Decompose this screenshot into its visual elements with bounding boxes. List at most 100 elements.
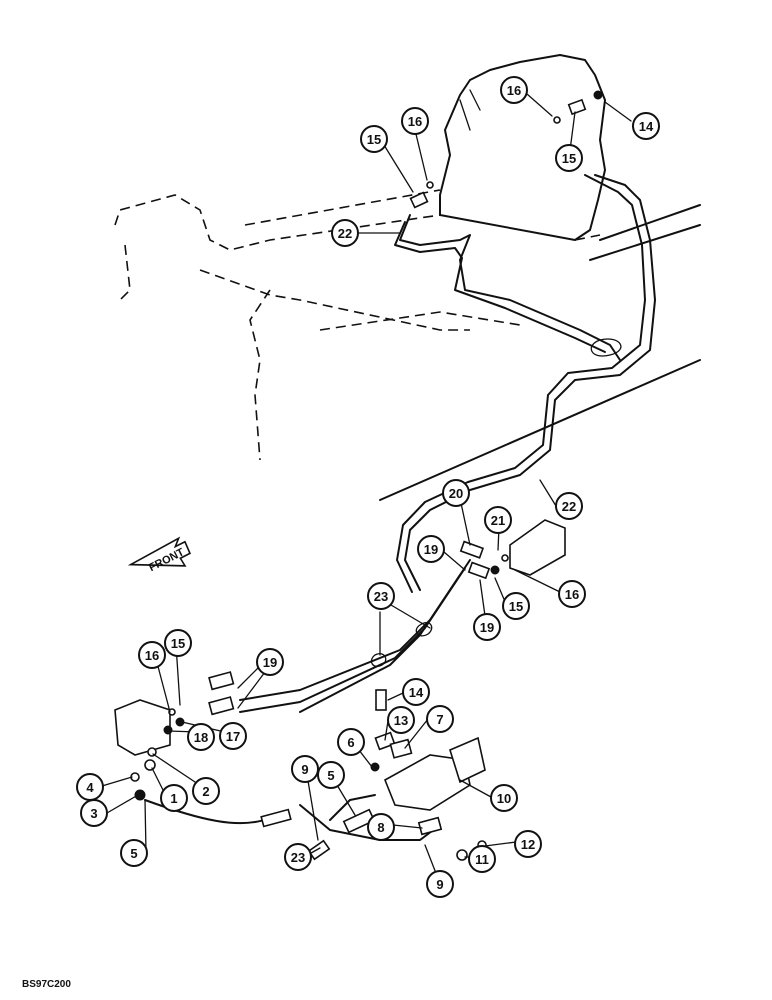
fitting-15-top <box>567 98 587 116</box>
svg-text:14: 14 <box>639 119 654 134</box>
callout: 15 <box>555 144 583 172</box>
fitting-6 <box>370 762 380 772</box>
svg-text:5: 5 <box>130 846 137 861</box>
hydraulic-lines <box>144 174 656 841</box>
hose-end-9 <box>260 808 292 828</box>
fitting-20 <box>459 540 485 559</box>
svg-text:22: 22 <box>338 226 352 241</box>
figure-code: BS97C200 <box>22 979 71 990</box>
o-ring-16-left <box>168 708 176 716</box>
callout: 13 <box>387 706 415 734</box>
front-arrow: FRONT <box>127 536 192 574</box>
fitting-14 <box>375 689 387 711</box>
o-ring-21 <box>501 554 509 562</box>
callout: 10 <box>490 784 518 812</box>
svg-text:6: 6 <box>347 735 354 750</box>
svg-text:18: 18 <box>194 730 208 745</box>
svg-text:8: 8 <box>377 820 384 835</box>
svg-text:15: 15 <box>367 132 381 147</box>
callouts: 16 14 15 16 15 22 22 20 21 19 16 15 19 2… <box>76 76 660 898</box>
callout: 6 <box>337 728 365 756</box>
svg-text:7: 7 <box>436 712 443 727</box>
callout: 17 <box>219 722 247 750</box>
callout: 22 <box>331 219 359 247</box>
callout: 14 <box>632 112 660 140</box>
valve-block-left <box>114 699 171 756</box>
svg-text:16: 16 <box>145 648 159 663</box>
hose-end-5 <box>342 808 376 834</box>
svg-text:12: 12 <box>521 837 535 852</box>
callout: 15 <box>164 629 192 657</box>
callout: 12 <box>514 830 542 858</box>
callout: 3 <box>80 799 108 827</box>
svg-text:1: 1 <box>170 791 177 806</box>
callout: 23 <box>367 582 395 610</box>
svg-text:19: 19 <box>263 655 277 670</box>
engine-block <box>439 54 606 241</box>
leader-lines <box>101 93 632 882</box>
bolt-11 <box>456 849 468 861</box>
svg-text:17: 17 <box>226 729 240 744</box>
svg-text:23: 23 <box>291 850 305 865</box>
fitting-15-right <box>490 565 500 575</box>
callout: 19 <box>256 648 284 676</box>
machine-frame <box>114 189 701 501</box>
callout: 20 <box>442 479 470 507</box>
svg-text:14: 14 <box>409 685 424 700</box>
svg-text:9: 9 <box>301 762 308 777</box>
callout: 2 <box>192 777 220 805</box>
callout: 5 <box>120 839 148 867</box>
fitting-19c <box>208 696 235 716</box>
svg-text:16: 16 <box>408 114 422 129</box>
callout: 1 <box>160 784 188 812</box>
svg-text:20: 20 <box>449 486 463 501</box>
svg-text:2: 2 <box>202 784 209 799</box>
callout: 7 <box>426 705 454 733</box>
callout: 5 <box>317 761 345 789</box>
svg-text:19: 19 <box>480 620 494 635</box>
bracket-plate <box>449 736 486 784</box>
fitting-3 <box>134 789 146 801</box>
callout: 19 <box>417 535 445 563</box>
callout: 15 <box>502 592 530 620</box>
svg-text:23: 23 <box>374 589 388 604</box>
callout: 14 <box>402 678 430 706</box>
components <box>114 90 603 861</box>
svg-text:4: 4 <box>86 780 94 795</box>
callout: 11 <box>468 845 496 873</box>
callout: 18 <box>187 723 215 751</box>
connector-14-top <box>593 90 603 100</box>
callout: 16 <box>500 76 528 104</box>
fitting-19b <box>208 671 235 691</box>
svg-text:15: 15 <box>509 599 523 614</box>
fitting-19a <box>467 561 491 580</box>
fitting-1 <box>144 759 156 771</box>
callout: 16 <box>558 580 586 608</box>
svg-text:16: 16 <box>565 587 579 602</box>
svg-text:10: 10 <box>497 791 511 806</box>
callout: 16 <box>138 641 166 669</box>
callout: 15 <box>360 125 388 153</box>
callout: 4 <box>76 773 104 801</box>
fitting-8 <box>417 816 443 836</box>
svg-text:21: 21 <box>491 513 505 528</box>
callout: 9 <box>426 870 454 898</box>
fitting-7 <box>389 738 413 759</box>
valve-block-right <box>509 519 566 576</box>
callout: 22 <box>555 492 583 520</box>
callout: 16 <box>401 107 429 135</box>
svg-text:16: 16 <box>507 83 521 98</box>
svg-text:3: 3 <box>90 806 97 821</box>
svg-text:9: 9 <box>436 877 443 892</box>
svg-text:15: 15 <box>562 151 576 166</box>
svg-text:15: 15 <box>171 636 185 651</box>
callout: 23 <box>284 843 312 871</box>
o-ring-16-top <box>553 116 561 124</box>
fitting-15-mid <box>409 191 429 209</box>
fitting-18 <box>163 725 173 735</box>
svg-text:22: 22 <box>562 499 576 514</box>
o-ring-16-mid <box>426 181 434 189</box>
callout: 19 <box>473 613 501 641</box>
svg-text:19: 19 <box>424 542 438 557</box>
